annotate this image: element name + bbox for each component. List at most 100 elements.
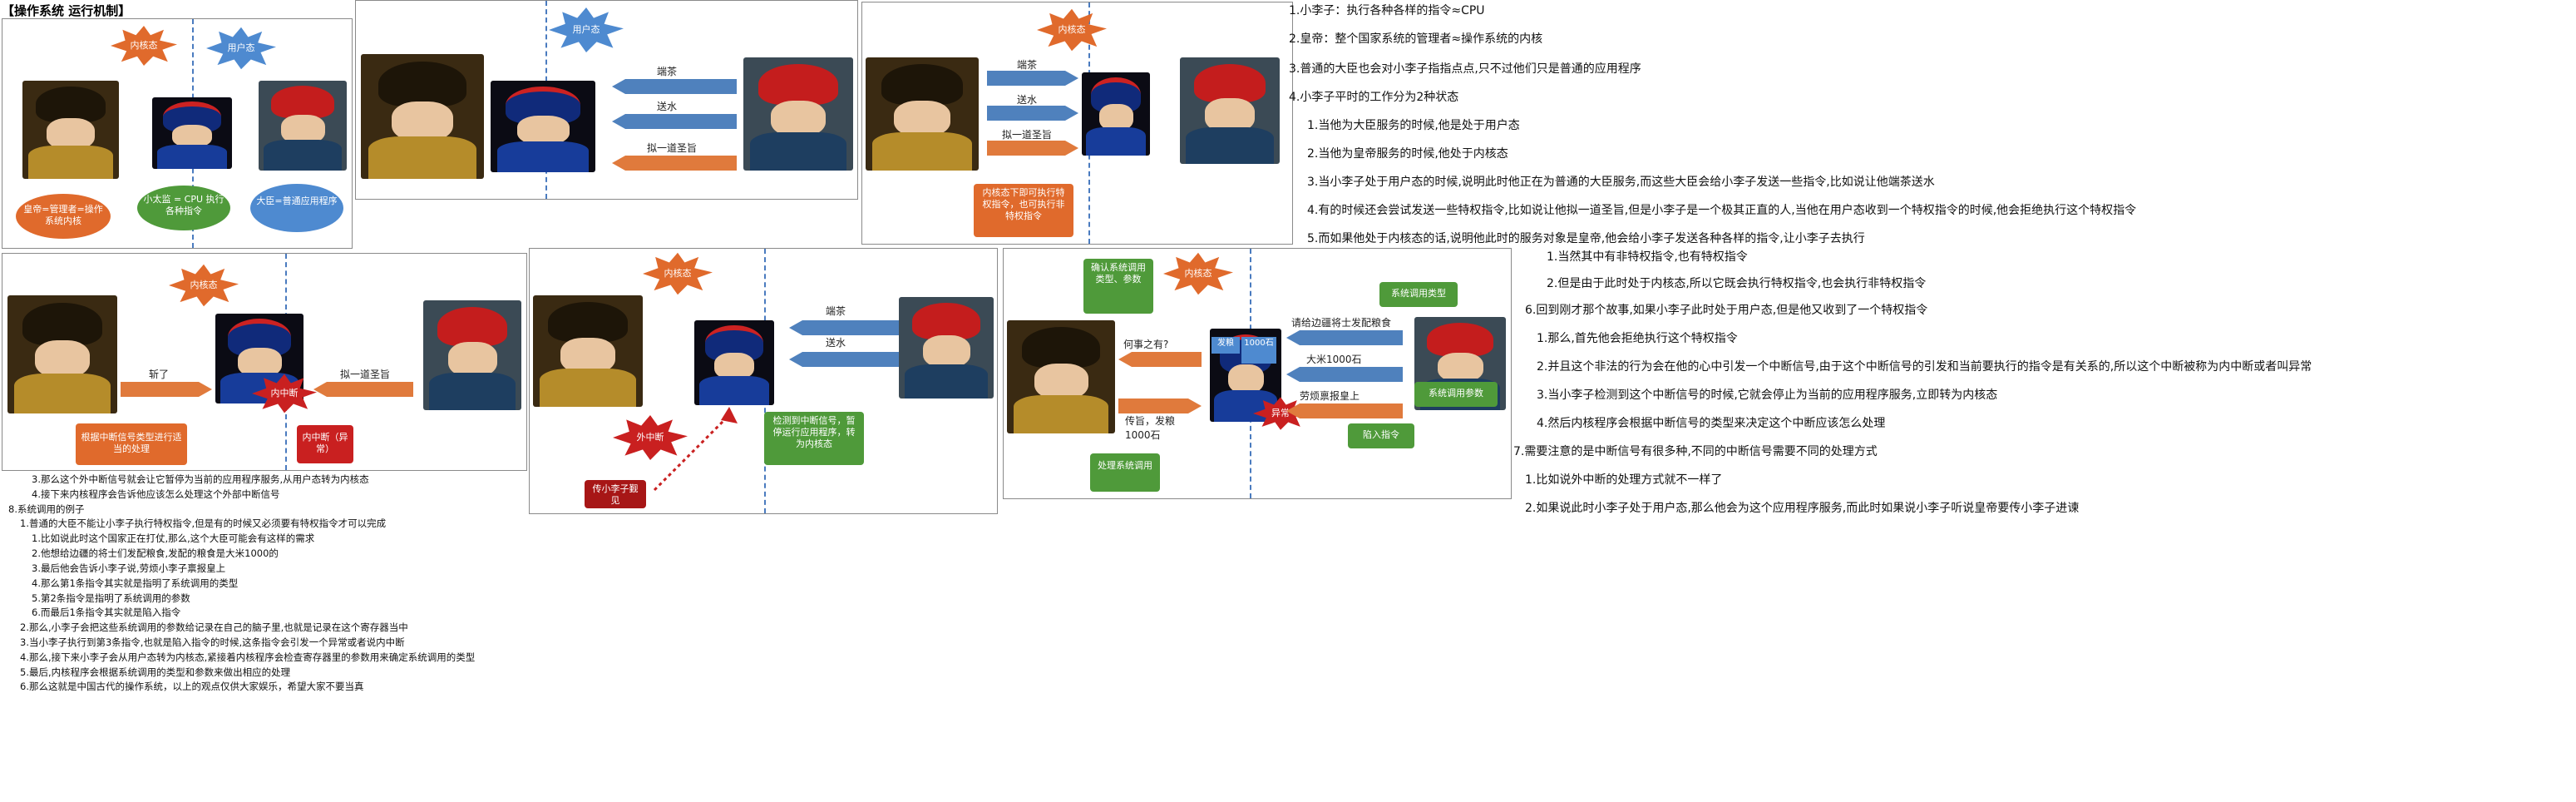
- minister-portrait: [899, 297, 994, 399]
- amount-label: 大米1000石: [1306, 354, 1362, 365]
- exception-burst: 异常: [1253, 395, 1308, 432]
- arrow2-label: 送水: [657, 101, 678, 112]
- eunuch-oval: 小太监 = CPU 执行各种指令: [137, 186, 230, 230]
- internal-interrupt-burst: 内中断: [252, 370, 317, 417]
- note-line: 4.那么第1条指令其实就是指明了系统调用的类型: [32, 577, 239, 589]
- interrupt-callout: 内中断（异常）: [297, 425, 353, 463]
- emperor-portrait: [533, 295, 643, 407]
- summon-dotted-arrow: [653, 407, 738, 492]
- note-line: 3.当小李子执行到第3条指令,也就是陷入指令的时候,这条指令会引发一个异常或者说…: [20, 636, 405, 648]
- note-line: 5.第2条指令是指明了系统调用的参数: [32, 592, 190, 604]
- report-arrow: [1286, 403, 1403, 418]
- minister-oval: 大臣=普通应用程序: [250, 184, 343, 232]
- arrow2-label: 送水: [826, 337, 846, 349]
- edict-label: 拟一道圣旨: [340, 369, 391, 380]
- tea-arrow: [789, 320, 912, 335]
- note-line: 4.接下来内核程序会告诉他应该怎么处理这个外部中断信号: [32, 488, 280, 500]
- panel-internal-interrupt: 内核态 斩了 内中断 拟一道圣旨 根据中断信号类型进行适当的处理 内中断（异常）: [2, 253, 527, 471]
- arrow3-label: 拟一道圣旨: [1002, 129, 1053, 141]
- note-line: 3.普通的大臣也会对小李子指指点点,只不过他们只是普通的应用程序: [1289, 62, 1641, 76]
- type-callout: 系统调用类型: [1379, 282, 1458, 307]
- user-mode-burst: 用户态: [206, 24, 276, 72]
- page-title: 【操作系统 运行机制】: [2, 3, 131, 18]
- param-callout: 系统调用参数: [1414, 382, 1498, 407]
- report-label: 劳烦禀报皇上: [1300, 390, 1360, 402]
- note-line: 5.最后,内核程序会根据系统调用的类型和参数来做出相应的处理: [20, 666, 291, 678]
- note-line: 8.系统调用的例子: [8, 502, 85, 515]
- eunuch-portrait: [491, 81, 595, 172]
- note-line: 6.而最后1条指令其实就是陷入指令: [32, 606, 181, 619]
- confirm-callout: 确认系统调用类型、参数: [1083, 259, 1153, 314]
- handle-callout: 根据中断信号类型进行适当的处理: [76, 423, 187, 465]
- note-line: 4.然后内核程序会根据中断信号的类型来决定这个中断应该怎么处理: [1537, 417, 1886, 430]
- arrow1-label: 端茶: [826, 305, 846, 317]
- kill-arrow: [121, 382, 212, 397]
- grain-slip: 发粮: [1212, 337, 1240, 354]
- what-arrow: [1118, 352, 1202, 367]
- panel-external-interrupt: 内核态 端茶 送水 检测到中断信号，暂停运行应用程序，转为内核态 外中断 传小李…: [529, 248, 998, 514]
- arrow3-label: 拟一道圣旨: [647, 142, 698, 154]
- note-line: 4.小李子平时的工作分为2种状态: [1289, 91, 1459, 104]
- note-line: 1.当然其中有非特权指令,也有特权指令: [1547, 250, 1748, 264]
- minister-portrait: [743, 57, 853, 171]
- arrow2-label: 送水: [1017, 94, 1038, 106]
- arrow1-label: 端茶: [657, 66, 678, 77]
- note-line: 1.那么,首先他会拒绝执行这个特权指令: [1537, 332, 1738, 345]
- handle-call-callout: 处理系统调用: [1090, 453, 1160, 492]
- note-line: 2.但是由于此时处于内核态,所以它既会执行特权指令,也会执行非特权指令: [1547, 277, 1927, 290]
- note-line: 3.当小李子检测到这个中断信号的时候,它就会停止为当前的应用程序服务,立即转为内…: [1537, 389, 1998, 402]
- summon-callout: 传小李子觐见: [585, 480, 646, 508]
- kernel-mode-burst: 内核态: [643, 252, 713, 295]
- kernel-mode-burst: 内核态: [111, 24, 177, 67]
- kill-label: 斩了: [149, 369, 170, 380]
- user-mode-burst: 用户态: [549, 4, 624, 56]
- request-arrow: [1286, 330, 1403, 345]
- detect-callout: 检测到中断信号，暂停运行应用程序，转为内核态: [764, 412, 864, 465]
- eunuch-portrait: [694, 320, 774, 405]
- panel-system-call: 确认系统调用类型、参数 内核态 何事之有? 传旨，发粮1000石 处理系统调用 …: [1003, 248, 1512, 499]
- note-line: 1.当他为大臣服务的时候,他是处于用户态: [1307, 119, 1520, 132]
- panel-roles: 内核态 用户态 皇帝=管理者=操作系统内核 小太监 = CPU 执行各种指令 大…: [2, 18, 353, 249]
- edict-arrow: [987, 141, 1078, 156]
- bottom-notes: 3.那么这个外中断信号就会让它暂停为当前的应用程序服务,从用户态转为内核态 4.…: [8, 473, 475, 695]
- note-line: 1.比如说此时这个国家正在打仗,那么,这个大臣可能会有这样的需求: [32, 532, 315, 545]
- note-line: 2.并且这个非法的行为会在他的心中引发一个中断信号,由于这个中断信号的引发和当前…: [1537, 360, 2312, 374]
- amount-slip: 1000石: [1241, 337, 1276, 364]
- edict-arrow: [313, 382, 413, 397]
- kernel-mode-burst: 内核态: [169, 264, 239, 307]
- panel-kernel-mode: 内核态 端茶 送水 拟一道圣旨 内核态下即可执行特权指令，也可执行非特权指令: [861, 2, 1293, 245]
- water-arrow: [789, 352, 912, 367]
- note-line: 1.小李子：执行各种各样的指令≈CPU: [1289, 4, 1485, 17]
- tea-arrow: [612, 79, 737, 94]
- emperor-portrait: [866, 57, 979, 171]
- note-line: 6.那么这就是中国古代的操作系统，以上的观点仅供大家娱乐，希望大家不要当真: [20, 681, 364, 693]
- emperor-portrait: [22, 81, 119, 179]
- note-line: 3.那么这个外中断信号就会让它暂停为当前的应用程序服务,从用户态转为内核态: [32, 473, 369, 485]
- amount-arrow: [1286, 367, 1403, 382]
- note-line: 2.皇帝：整个国家系统的管理者≈操作系统的内核: [1289, 32, 1543, 46]
- external-interrupt-burst: 外中断: [613, 412, 688, 463]
- minister-portrait: [423, 300, 521, 410]
- emperor-portrait: [1007, 320, 1115, 433]
- water-arrow: [612, 114, 737, 129]
- trap-callout: 陷入指令: [1348, 423, 1414, 448]
- eunuch-portrait: [1082, 72, 1150, 156]
- note-line: 5.而如果他处于内核态的话,说明他此时的服务对象是皇帝,他会给小李子发送各种各样…: [1307, 232, 1865, 245]
- note-line: 4.那么,接下来小李子会从用户态转为内核态,紧接着内核程序会检查寄存器里的参数用…: [20, 651, 476, 663]
- note-line: 2.如果说此时小李子处于用户态,那么他会为这个应用程序服务,而此时如果说小李子听…: [1525, 502, 2080, 515]
- panel-user-mode: 用户态 端茶 送水 拟一道圣旨: [355, 0, 858, 200]
- arrow1-label: 端茶: [1017, 59, 1038, 71]
- note-line: 2.当他为皇帝服务的时候,他处于内核态: [1307, 147, 1508, 161]
- request-label: 请给边疆将士发配粮食: [1291, 317, 1392, 329]
- emperor-portrait: [7, 295, 117, 413]
- edict-arrow: [612, 156, 737, 171]
- emperor-portrait: [361, 54, 484, 179]
- what-label: 何事之有?: [1123, 339, 1169, 350]
- eunuch-portrait: [152, 97, 232, 169]
- kernel-mode-burst: 内核态: [1037, 7, 1107, 52]
- note-line: 3.当小李子处于用户态的时候,说明此时他正在为普通的大臣服务,而这些大臣会给小李…: [1307, 176, 1935, 189]
- minister-portrait: [259, 81, 347, 171]
- tea-arrow: [987, 71, 1078, 86]
- kernel-note-callout: 内核态下即可执行特权指令，也可执行非特权指令: [974, 184, 1073, 237]
- note-line: 3.最后他会告诉小李子说,劳烦小李子禀报皇上: [32, 562, 226, 574]
